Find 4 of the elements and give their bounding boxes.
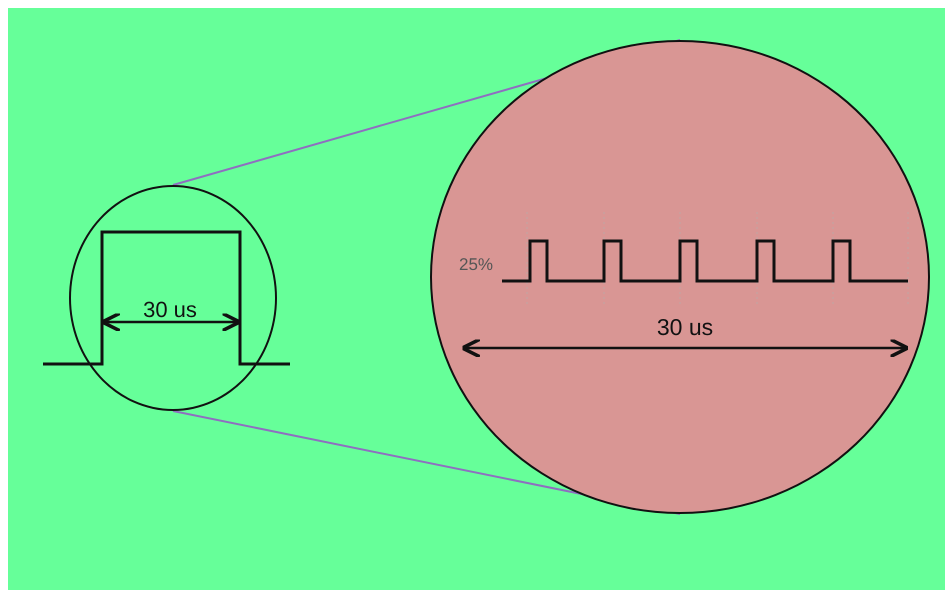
duty-cycle-label: 25% bbox=[458, 256, 494, 273]
dimension-label: 30 us bbox=[656, 316, 714, 339]
zoom-circle bbox=[69, 185, 277, 411]
dimension-label: 30 us bbox=[143, 299, 197, 321]
